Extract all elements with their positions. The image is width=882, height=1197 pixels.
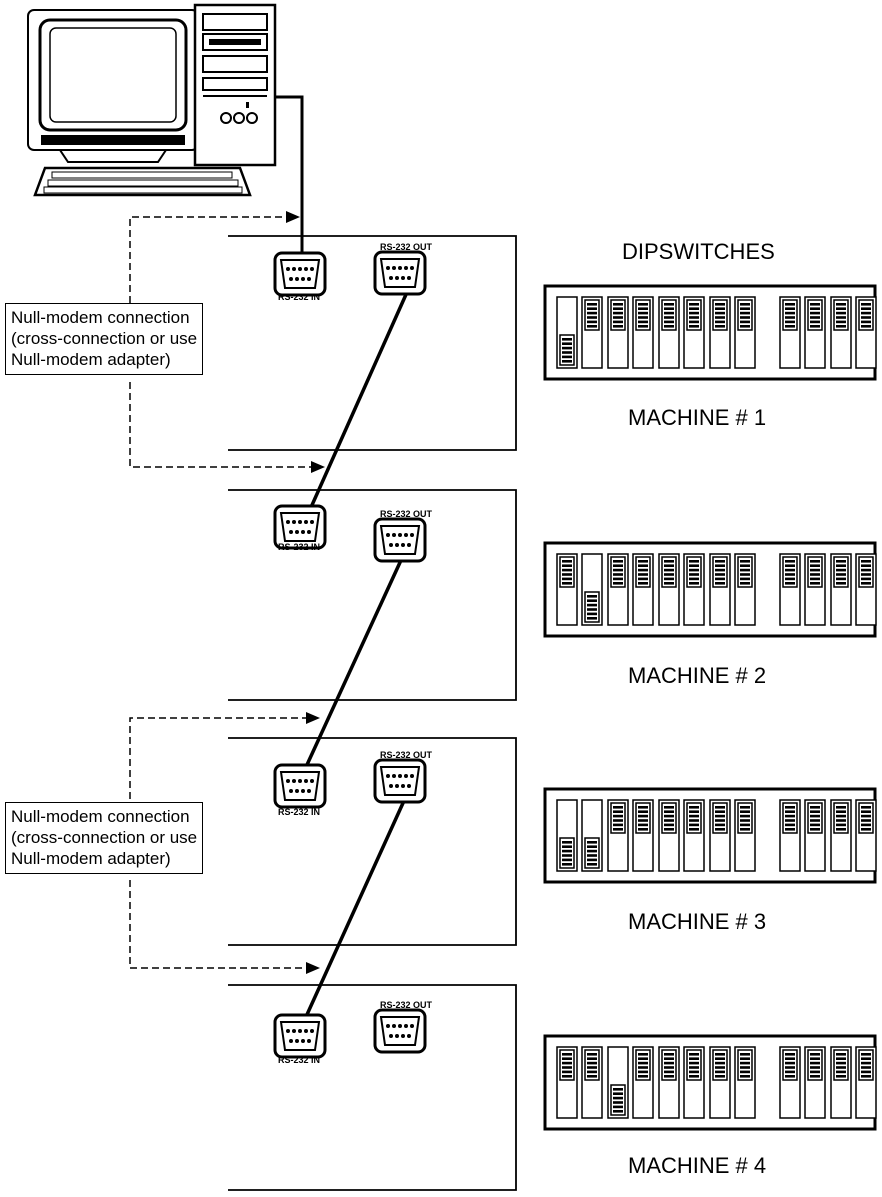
null-modem-note-line-2: (cross-connection or use [11,828,198,847]
null-modem-note-2: Null-modem connection (cross-connection … [5,802,204,874]
machine-1-dipswitch-5 [658,296,680,369]
machine-1-dipswitch-1 [556,296,578,369]
machine-2-dipswitch-1 [556,553,578,626]
machine-3-label: MACHINE # 3 [628,909,767,934]
machine-2-dipswitch-11 [830,553,852,626]
machine-1-dipswitch-3 [607,296,629,369]
machine-2-dipswitch-12 [855,553,877,626]
computer-icon [27,3,277,197]
null-modem-arrow-top-2 [129,717,310,810]
null-modem-arrow-top-1 [129,216,290,303]
machine-1-label: MACHINE # 1 [628,405,767,430]
machine-2-dipswitch-10 [804,553,826,626]
machine-2-label: MACHINE # 2 [628,663,767,688]
machine-3-dipswitch-9 [779,799,801,872]
machine-4-rs232-in-label: RS-232 IN [278,1055,320,1065]
machine-3-dipswitch-3 [607,799,629,872]
null-modem-arrow-bottom-2 [129,880,310,969]
machine-1-dipswitch-11 [830,296,852,369]
null-modem-arrow-bottom-1 [129,382,315,468]
machine-3-rs232-in-connector [273,763,327,809]
machine-4-dipswitch-4 [632,1046,654,1119]
machine-1-rs232-out-label: RS-232 OUT [380,242,433,252]
computer-cable [275,95,304,255]
machine-3-dipswitch-2 [581,799,603,872]
machine-3-rs232-out-connector [373,758,427,804]
null-modem-note-line-1: Null-modem connection [11,807,190,826]
machine-2-enclosure [228,489,517,701]
machine-4-dipswitch-1 [556,1046,578,1119]
machine-1-dipswitch-8 [734,296,756,369]
machine-1-rs232-out-connector [373,250,427,296]
machine-4-dipswitch-6 [683,1046,705,1119]
dipswitches-heading: DIPSWITCHES [622,239,775,264]
machine-3-dipswitch-8 [734,799,756,872]
machine-4-dipswitch-panel [543,1034,877,1131]
chain-cable-2 [298,544,410,781]
chain-cable-1 [298,289,410,533]
machine-2-rs232-in-label: RS-232 IN [278,542,320,552]
machine-3-dipswitch-4 [632,799,654,872]
machine-4-rs232-out-connector [373,1008,427,1054]
machine-1-dipswitch-7 [709,296,731,369]
machine-3-dipswitch-10 [804,799,826,872]
machine-2-rs232-in-connector [273,504,327,550]
null-modem-note-line-1: Null-modem connection [11,308,190,327]
null-modem-note-line-3: Null-modem adapter) [11,849,171,868]
machine-2-dipswitch-7 [709,553,731,626]
machine-3-dipswitch-6 [683,799,705,872]
machine-2-rs232-out-label: RS-232 OUT [380,509,433,519]
machine-3-dipswitch-panel [543,787,877,884]
machine-2-dipswitch-5 [658,553,680,626]
machine-3-enclosure [228,737,517,946]
machine-2-dipswitch-4 [632,553,654,626]
machine-4-label: MACHINE # 4 [628,1153,767,1178]
machine-4-dipswitch-3 [607,1046,629,1119]
machine-4-enclosure [228,984,517,1191]
machine-3-dipswitch-7 [709,799,731,872]
machine-4-dipswitch-10 [804,1046,826,1119]
machine-2-dipswitch-8 [734,553,756,626]
machine-1-dipswitch-panel [543,284,877,381]
machine-2-dipswitch-panel [543,541,877,638]
machine-3-rs232-in-label: RS-232 IN [278,807,320,817]
machine-4-dipswitch-2 [581,1046,603,1119]
machine-1-dipswitch-4 [632,296,654,369]
machine-3-dipswitch-1 [556,799,578,872]
machine-3-dipswitch-12 [855,799,877,872]
machine-3-dipswitch-5 [658,799,680,872]
machine-4-dipswitch-11 [830,1046,852,1119]
machine-1-rs232-in-connector [273,251,327,297]
machine-1-dipswitch-6 [683,296,705,369]
machine-2-rs232-out-connector [373,517,427,563]
machine-1-rs232-in-label: RS-232 IN [278,292,320,302]
machine-3-rs232-out-label: RS-232 OUT [380,750,433,760]
machine-4-dipswitch-12 [855,1046,877,1119]
machine-3-dipswitch-11 [830,799,852,872]
machine-1-dipswitch-9 [779,296,801,369]
machine-4-dipswitch-7 [709,1046,731,1119]
machine-1-dipswitch-2 [581,296,603,369]
null-modem-note-1: Null-modem connection (cross-connection … [5,303,204,375]
machine-1-dipswitch-10 [804,296,826,369]
machine-4-dipswitch-8 [734,1046,756,1119]
machine-2-dipswitch-9 [779,553,801,626]
machine-2-dipswitch-2 [581,553,603,626]
null-modem-note-line-2: (cross-connection or use [11,329,198,348]
machine-4-rs232-out-label: RS-232 OUT [380,1000,433,1010]
machine-2-dipswitch-3 [607,553,629,626]
machine-4-dipswitch-9 [779,1046,801,1119]
machine-4-rs232-in-connector [273,1013,327,1059]
chain-cable-3 [298,791,410,1031]
machine-2-dipswitch-6 [683,553,705,626]
machine-4-dipswitch-5 [658,1046,680,1119]
null-modem-note-line-3: Null-modem adapter) [11,350,171,369]
machine-1-enclosure [228,235,517,451]
machine-1-dipswitch-12 [855,296,877,369]
